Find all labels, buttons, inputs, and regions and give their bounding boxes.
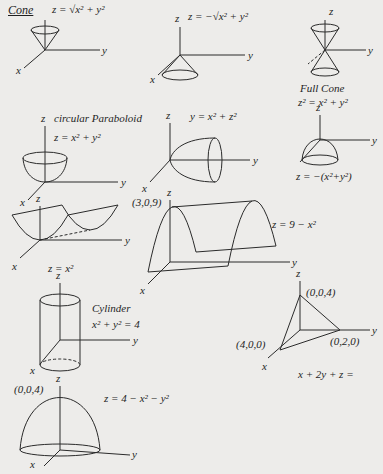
point-label: (0,2,0): [330, 335, 359, 348]
equation-label: z = 4 − x² − y²: [104, 392, 169, 405]
axis-label: z: [36, 192, 40, 205]
axis-label: z: [316, 101, 320, 114]
equation-label: z = 9 − x²: [272, 218, 316, 231]
surface-name: Cylinder: [92, 302, 131, 315]
equation-label: z = −√x² + y²: [188, 10, 248, 23]
heading-label: Cone: [8, 4, 33, 17]
axis-label: z: [166, 109, 170, 122]
equation-label: x + 2y + z =: [298, 368, 354, 381]
axis-label: y: [125, 234, 130, 247]
axis-label: x: [30, 364, 35, 377]
axis-label: x: [150, 73, 155, 86]
equation-label: z = √x² + y²: [52, 3, 105, 16]
equation-label: x² + y² = 4: [92, 318, 140, 331]
axis-label: z: [296, 267, 300, 280]
axis-label: y: [253, 154, 258, 167]
axis-label: x: [16, 64, 21, 77]
axis-label: x: [140, 284, 145, 297]
axis-label: x: [142, 182, 147, 195]
axis-label: z: [56, 269, 60, 282]
axis-label: z: [175, 12, 179, 25]
axis-label: z: [329, 5, 333, 18]
axis-label: y: [248, 49, 253, 62]
axis-label: y: [132, 448, 137, 461]
axis-label: x: [12, 260, 17, 273]
axis-label: z: [56, 372, 60, 385]
axis-label: y: [121, 176, 126, 189]
equation-label: z² = x² + y²: [298, 96, 348, 109]
point-label: (0,0,4): [14, 383, 43, 396]
axis-label: y: [372, 134, 377, 147]
equation-label: z = −(x²+y²): [296, 170, 352, 183]
point-label: (4,0,0): [236, 338, 265, 351]
axis-label: x: [30, 458, 35, 471]
axis-label: y: [368, 44, 373, 57]
point-label: (0,0,4): [306, 286, 335, 299]
point-label: (3,0,9): [132, 196, 161, 209]
axis-label: x: [262, 360, 267, 373]
axis-label: z: [41, 112, 45, 125]
surface-name: Full Cone: [300, 82, 344, 95]
axis-label: y: [133, 334, 138, 347]
equation-label: z = x²: [48, 262, 73, 275]
equation-label: z = x² + y²: [54, 131, 101, 144]
surface-name: circular Paraboloid: [54, 112, 142, 125]
equation-label: y = x² + z²: [190, 110, 237, 123]
axis-label: z: [167, 186, 171, 199]
axis-label: y: [102, 44, 107, 57]
axis-label: x: [20, 196, 25, 209]
axis-label: y: [372, 324, 377, 337]
